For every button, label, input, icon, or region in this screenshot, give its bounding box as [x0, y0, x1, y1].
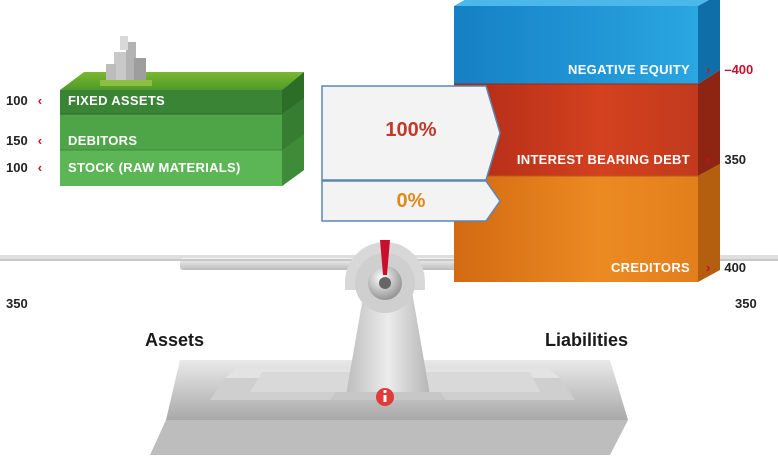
assets-title: Assets	[145, 330, 205, 350]
creditors-label: CREDITORS	[610, 260, 690, 275]
liabilities-title: Liabilities	[545, 330, 629, 350]
building-icon	[100, 36, 152, 86]
chevron-right-icon: ›	[706, 62, 711, 77]
ratio-top-value: 100%	[385, 119, 437, 141]
chevron-right-icon: ›	[706, 260, 711, 275]
fixed-assets-value: 100‹	[6, 93, 43, 108]
chevron-left-icon: ‹	[37, 133, 43, 148]
chevron-left-icon: ‹	[37, 160, 43, 175]
assets-total: 350	[6, 296, 28, 311]
info-icon[interactable]	[376, 388, 394, 406]
stock-label: STOCK (RAW MATERIALS)	[68, 160, 241, 175]
fixed-assets-label: FIXED ASSETS	[68, 93, 166, 108]
ratio-arrow-top	[321, 85, 501, 181]
debitors-label: DEBITORS	[68, 133, 138, 148]
ratio-bottom-value: 0%	[396, 190, 426, 212]
chevron-right-icon: ›	[706, 152, 711, 167]
ratio-arrow-bottom	[321, 180, 501, 222]
interest-bearing-debt-value: ›350	[706, 152, 747, 167]
negative-equity-label: NEGATIVE EQUITY	[568, 62, 690, 77]
scale-needle	[380, 240, 390, 275]
debitors-value: 150‹	[6, 133, 43, 148]
chevron-left-icon: ‹	[37, 93, 43, 108]
negative-equity-value: ›–400	[706, 62, 754, 77]
scale-gauge	[345, 240, 425, 313]
stock-value: 100‹	[6, 160, 43, 175]
interest-bearing-debt-label: INTEREST BEARING DEBT	[516, 152, 690, 167]
creditors-value: ›400	[706, 260, 747, 275]
liabilities-total: 350	[735, 296, 757, 311]
liabilities-stack	[454, 0, 720, 282]
